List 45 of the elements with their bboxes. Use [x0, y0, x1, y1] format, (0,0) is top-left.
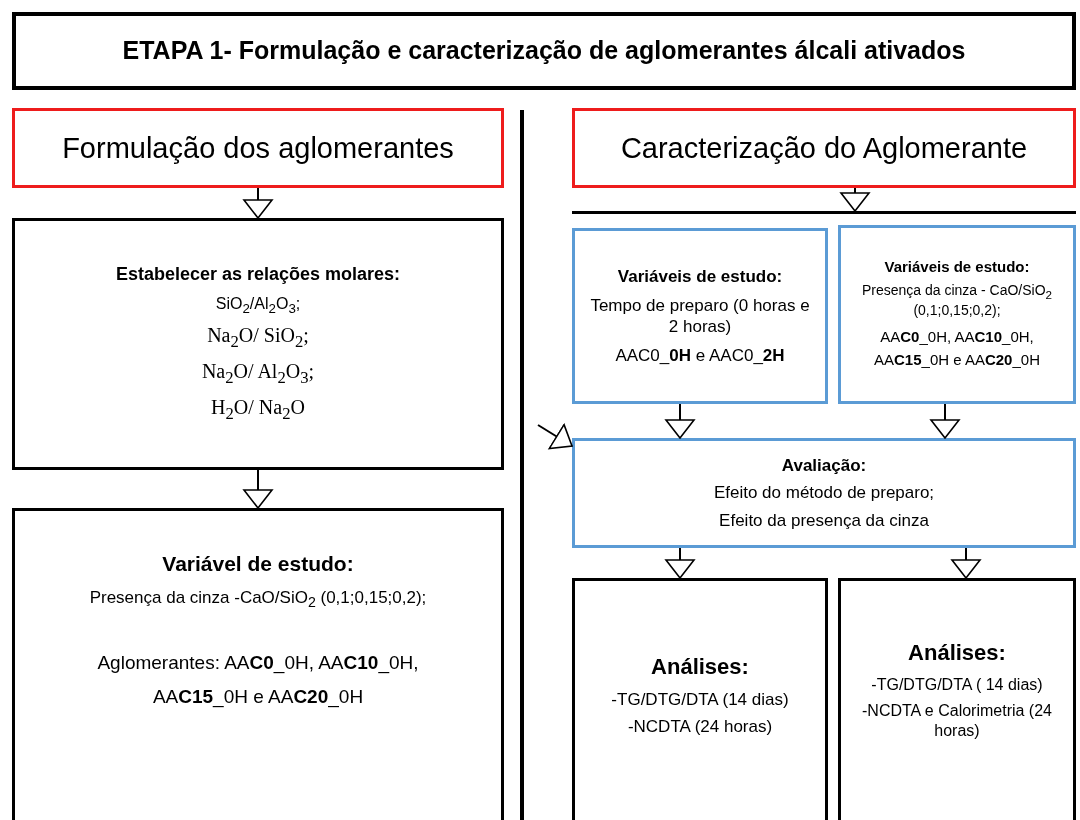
separator-bar — [572, 211, 1076, 214]
ratio-text: Na$_{2}$O/ Al$_{2}$O$_{3}$; — [201, 359, 315, 390]
arrow — [840, 187, 870, 212]
body-text: AAC0_0H e AAC0_2H — [615, 345, 785, 367]
body-text: Presença da cinza -CaO/SiO$_{2}$ (0,1;0,15;0,2); — [89, 587, 427, 613]
process-box — [12, 508, 504, 820]
arrow — [930, 403, 960, 439]
body-text: -NCDTA (24 horas) — [627, 715, 773, 737]
box-heading: Variáveis de estudo: — [617, 265, 783, 287]
box-heading: Variável de estudo: — [162, 551, 354, 577]
box-heading: Estabelecer as relações molares: — [115, 263, 401, 286]
ratio-text: Na$_{2}$O/ SiO$_{2}$; — [207, 323, 309, 354]
arrow — [243, 187, 273, 219]
box-heading: Avaliação: — [781, 455, 867, 477]
body-text: -NCDTA e Calorimetria (24 horas) — [861, 700, 1053, 741]
box-heading: Variáveis de estudo: — [884, 257, 1030, 277]
body-text: Aglomerantes: AAC0_0H, AAC10_0H, AAC15_0H e AAC20_0H — [96, 651, 420, 710]
body-text: Presença da cinza - CaO/SiO$_{2}$ (0,1;0,15;0,2); — [860, 281, 1054, 320]
title-box — [12, 12, 1076, 90]
analysis-box — [838, 578, 1076, 820]
arrow — [951, 547, 981, 579]
box-heading: Análises: — [908, 639, 1006, 667]
evaluation-box — [572, 438, 1076, 548]
section-heading-box — [572, 108, 1076, 188]
body-text: Efeito do método de preparo; — [713, 482, 935, 504]
variable-box — [838, 225, 1076, 404]
ratio-text: H$_{2}$O/ Na$_{2}$O — [211, 395, 305, 425]
arrow — [537, 423, 573, 450]
arrow — [665, 547, 695, 579]
body-text: Efeito da presença da cinza — [719, 509, 929, 531]
body-text: -TG/DTG/DTA (14 dias) — [611, 688, 789, 710]
process-box — [12, 218, 504, 470]
body-text: Tempo de preparo (0 horas e 2 horas) — [590, 294, 810, 338]
arrow — [665, 403, 695, 439]
heading-text: Formulação dos aglomerantes — [62, 130, 454, 166]
heading-text: Caracterização do Aglomerante — [620, 130, 1028, 166]
body-text: AAC0_0H, AAC10_0H, AAC15_0H e AAC20_0H — [873, 326, 1041, 370]
arrow — [243, 469, 273, 509]
ratio-text: SiO$_{2}$/Al$_{2}$O$_{3}$; — [215, 293, 301, 318]
title-text: ETAPA 1- Formulação e caracterização de aglomerantes álcali ativados — [122, 35, 966, 67]
box-heading: Análises: — [651, 653, 749, 681]
analysis-box — [572, 578, 828, 820]
section-heading-box — [12, 108, 504, 188]
variable-box — [572, 228, 828, 404]
body-text: -TG/DTG/DTA ( 14 dias) — [871, 674, 1043, 695]
